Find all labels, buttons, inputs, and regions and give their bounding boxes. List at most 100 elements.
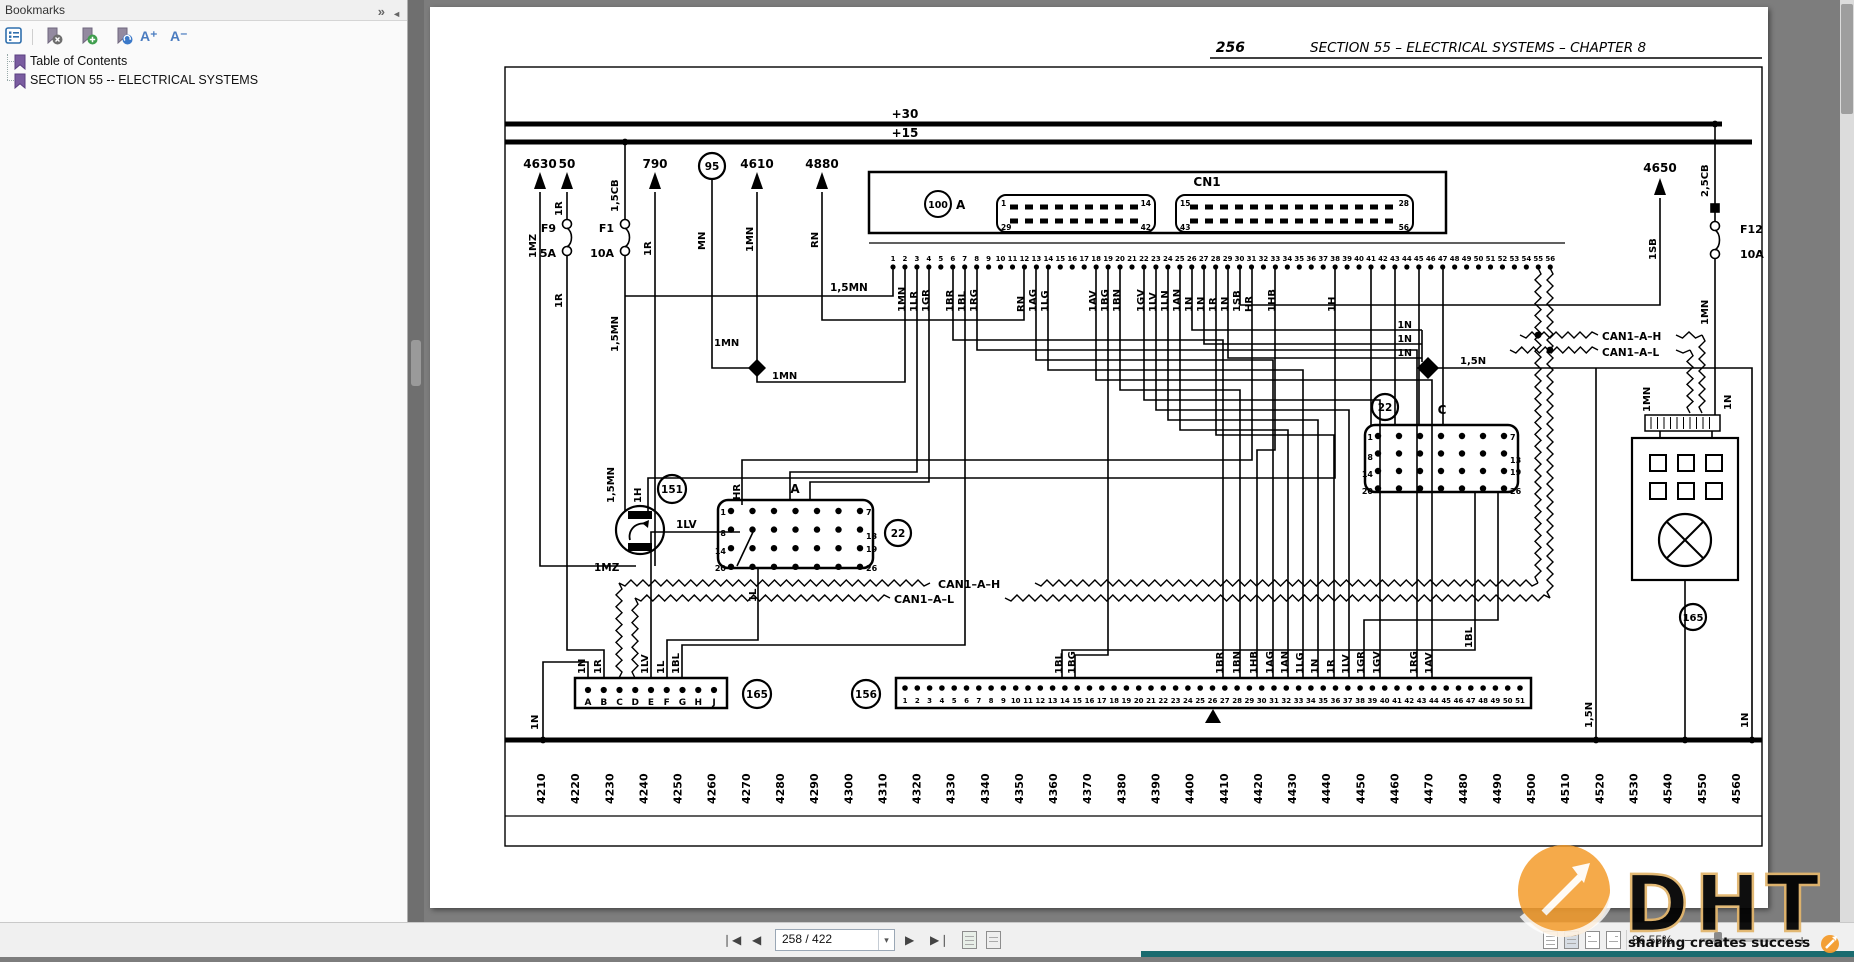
svg-text:1RG: 1RG — [1409, 651, 1420, 674]
options-icon[interactable] — [5, 27, 25, 47]
svg-text:5A: 5A — [540, 247, 557, 260]
svg-text:11: 11 — [1023, 697, 1033, 705]
zoom-out-button[interactable]: − — [1684, 932, 1693, 948]
svg-text:4410: 4410 — [1218, 773, 1231, 804]
sidebar-item-table-of-contents[interactable]: Table of Contents — [0, 52, 407, 71]
svg-text:1LN: 1LN — [1160, 290, 1171, 312]
vertical-scrollbar[interactable] — [1840, 0, 1854, 922]
font-decrease-button[interactable]: A⁻ — [170, 28, 188, 44]
svg-text:NC: NC — [635, 512, 645, 520]
previous-page-button[interactable]: ◀ — [752, 933, 762, 947]
svg-text:1N: 1N — [1397, 348, 1412, 359]
hide-panel-icon[interactable]: ◄ — [392, 9, 401, 19]
font-increase-button[interactable]: A⁺ — [140, 28, 158, 44]
zoom-slider-thumb[interactable] — [1714, 932, 1722, 947]
svg-text:1GR: 1GR — [921, 289, 932, 312]
svg-text:34: 34 — [1282, 255, 1292, 263]
svg-text:4510: 4510 — [1559, 773, 1572, 804]
first-page-button[interactable]: ❘◀ — [722, 933, 742, 947]
bus-plus30-label: +30 — [892, 107, 919, 121]
sidebar-item-section-55[interactable]: SECTION 55 -- ELECTRICAL SYSTEMS — [0, 71, 407, 90]
zoom-level-value[interactable]: 86.55% — [1632, 933, 1673, 947]
bookmarks-toolbar: A⁺ A⁻ — [0, 24, 407, 50]
svg-text:3: 3 — [914, 255, 919, 263]
tree-connector — [7, 54, 8, 80]
svg-text:22: 22 — [1139, 255, 1149, 263]
svg-text:J: J — [711, 698, 715, 708]
svg-text:8: 8 — [1367, 453, 1373, 462]
bookmarks-panel: Bookmarks » ◄ A⁺ A⁻ Table of Contents SE… — [0, 0, 408, 922]
svg-text:10A: 10A — [590, 247, 614, 260]
facing-view-icon[interactable] — [1585, 931, 1600, 949]
page-number-input[interactable]: 258 / 422 ▾ — [775, 929, 895, 951]
continuous-view-icon[interactable] — [1564, 931, 1579, 949]
net-labels: 1R 1,5CB 1,5MN MN 1MN 1MN 1,5MN 2,5CB 1M… — [530, 164, 1751, 730]
single-page-view-icon[interactable] — [1543, 931, 1558, 949]
svg-text:4480: 4480 — [1457, 773, 1470, 804]
svg-text:4: 4 — [926, 255, 931, 263]
collapse-panel-icon[interactable]: » — [377, 4, 385, 19]
svg-text:36: 36 — [1331, 697, 1341, 705]
clipboard-icon[interactable] — [986, 931, 1001, 949]
tree-connector — [7, 80, 14, 81]
svg-text:1N: 1N — [1184, 297, 1195, 312]
svg-text:9: 9 — [986, 255, 991, 263]
continuous-facing-view-icon[interactable] — [1606, 931, 1621, 949]
svg-text:22: 22 — [891, 528, 906, 540]
svg-text:4520: 4520 — [1593, 773, 1606, 804]
snapshot-icon[interactable] — [962, 931, 977, 949]
svg-text:10: 10 — [1011, 697, 1021, 705]
svg-text:44: 44 — [1429, 697, 1439, 705]
svg-text:32: 32 — [1259, 255, 1269, 263]
bookmark-icon — [13, 73, 27, 95]
svg-text:H: H — [694, 698, 702, 708]
svg-text:1LV: 1LV — [640, 654, 651, 674]
svg-text:4530: 4530 — [1627, 773, 1640, 804]
bookmarks-title: Bookmarks — [5, 3, 66, 17]
svg-text:1MN: 1MN — [714, 338, 739, 349]
svg-text:19: 19 — [866, 545, 878, 554]
toolbar-separator — [32, 29, 33, 45]
svg-text:4250: 4250 — [672, 773, 685, 804]
svg-text:34: 34 — [1306, 697, 1316, 705]
svg-text:F9: F9 — [541, 222, 556, 235]
svg-text:40: 40 — [1380, 697, 1390, 705]
cn1-label: CN1 — [1193, 175, 1220, 189]
svg-text:20: 20 — [1115, 255, 1125, 263]
panel-splitter[interactable] — [408, 0, 424, 922]
svg-text:RN: RN — [1016, 296, 1027, 312]
svg-text:4500: 4500 — [1525, 773, 1538, 804]
svg-text:3: 3 — [927, 697, 932, 705]
svg-text:1,5CB: 1,5CB — [610, 179, 621, 212]
delete-bookmark-icon[interactable] — [44, 27, 64, 47]
svg-text:15: 15 — [1072, 697, 1082, 705]
wire-name: RN — [810, 232, 821, 248]
svg-text:38: 38 — [1355, 697, 1365, 705]
svg-text:HR: HR — [732, 484, 743, 500]
locate-bookmark-icon[interactable] — [114, 27, 134, 47]
svg-text:1AV: 1AV — [1088, 290, 1099, 312]
wire-number: 4880 — [805, 157, 838, 171]
splitter-handle[interactable] — [411, 340, 421, 386]
svg-text:26: 26 — [866, 564, 878, 573]
svg-text:4340: 4340 — [979, 773, 992, 804]
svg-text:1AN: 1AN — [1280, 651, 1291, 674]
zoom-slider[interactable] — [1700, 932, 1792, 947]
svg-text:56: 56 — [1545, 255, 1555, 263]
last-page-button[interactable]: ▶❘ — [930, 933, 950, 947]
add-bookmark-icon[interactable] — [79, 27, 99, 47]
chevron-down-icon[interactable]: ▾ — [878, 930, 894, 950]
svg-text:43: 43 — [1180, 223, 1190, 232]
scrollbar-thumb[interactable] — [1841, 4, 1853, 114]
svg-text:19: 19 — [1103, 255, 1113, 263]
svg-text:38: 38 — [1330, 255, 1340, 263]
wire-number: 790 — [642, 157, 667, 171]
svg-text:7: 7 — [866, 508, 872, 517]
svg-text:8: 8 — [989, 697, 994, 705]
wiring-diagram: 256 SECTION 55 – ELECTRICAL SYSTEMS – CH… — [504, 40, 1764, 847]
zoom-in-button[interactable]: + — [1798, 932, 1807, 948]
next-page-button[interactable]: ▶ — [905, 933, 915, 947]
